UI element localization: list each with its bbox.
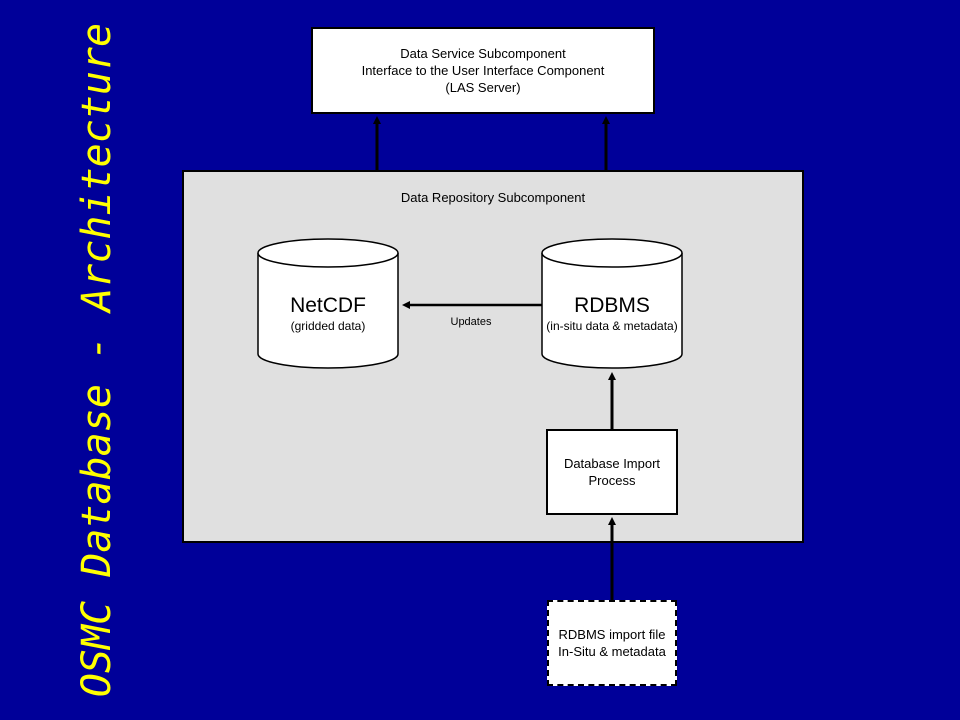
rdbms-label: RDBMS (in-situ data & metadata) <box>536 294 688 334</box>
rdbms-import-file-box: RDBMS import file In-Situ & metadata <box>547 600 677 686</box>
netcdf-desc: (gridded data) <box>290 319 366 333</box>
data-service-box: Data Service Subcomponent Interface to t… <box>311 27 655 114</box>
rdbms-desc: (in-situ data & metadata) <box>546 319 678 333</box>
updates-label: Updates <box>450 316 492 328</box>
netcdf-label: NetCDF (gridded data) <box>258 294 398 334</box>
netcdf-name: NetCDF <box>290 294 366 317</box>
data-service-line1: Data Service Subcomponent <box>400 46 566 61</box>
import-file-line1: RDBMS import file <box>558 627 666 642</box>
data-repository-label: Data Repository Subcomponent <box>400 190 586 205</box>
database-import-process-box: Database Import Process <box>546 429 678 515</box>
rdbms-cylinder <box>541 238 683 369</box>
netcdf-cylinder <box>257 238 399 369</box>
import-process-line2: Process <box>588 473 636 488</box>
rdbms-name: RDBMS <box>574 294 650 317</box>
data-service-line3: (LAS Server) <box>445 80 521 95</box>
data-service-line2: Interface to the User Interface Componen… <box>361 63 605 78</box>
import-process-line1: Database Import <box>563 456 661 471</box>
import-file-line2: In-Situ & metadata <box>558 644 666 659</box>
